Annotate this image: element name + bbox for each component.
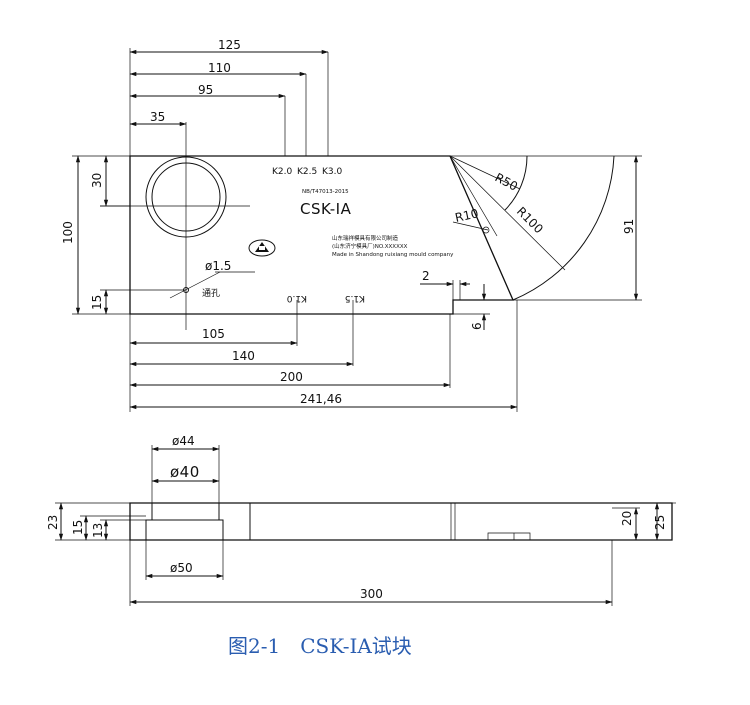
- logo-emblem: [248, 239, 276, 257]
- label-r100: R100: [514, 204, 546, 236]
- dim-dia-40: ø40: [170, 463, 200, 481]
- label-hole-dia: ø1.5: [205, 259, 231, 273]
- k-mark-1-0: K1.0: [287, 293, 307, 303]
- dim-25: 25: [653, 515, 667, 530]
- right-section-hatch: [218, 502, 251, 541]
- dim-125: 125: [218, 38, 241, 52]
- dim-200: 200: [280, 370, 303, 384]
- dim-140: 140: [232, 349, 255, 363]
- dim-91: 91: [622, 219, 636, 234]
- k-mark-2-5: K2.5: [297, 167, 317, 177]
- dim-20: 20: [620, 511, 634, 526]
- maker-line1: 山东瑞祥模具有限公司制造: [332, 234, 399, 242]
- side-outline: [129, 502, 673, 541]
- dim-241: 241,46: [300, 392, 342, 406]
- dim-110: 110: [208, 61, 231, 75]
- k-mark-1-5: K1.5: [345, 293, 365, 303]
- block-name: CSK-IA: [300, 200, 352, 218]
- arc-r100: [512, 155, 615, 301]
- side-view: ø44 ø40 ø50 300 23 15 13 20 25: [46, 434, 676, 606]
- label-through-hole: 通孔: [202, 288, 220, 299]
- dim-slot-2: 2: [422, 269, 430, 283]
- maker-line3: Made in Shandong ruixiang mould company: [332, 252, 454, 258]
- left-section-hatch: [129, 502, 153, 541]
- label-r50: R50: [493, 170, 520, 193]
- dim-100: 100: [61, 221, 75, 244]
- dim-13: 13: [91, 523, 105, 538]
- dim-15: 15: [90, 295, 104, 310]
- dim-105: 105: [202, 327, 225, 341]
- dim-35: 35: [150, 110, 165, 124]
- maker-line2: (山东济宁模具厂)NO.XXXXXX: [332, 242, 408, 250]
- dim-15-side: 15: [71, 520, 85, 535]
- dim-23: 23: [46, 515, 60, 530]
- dim-dia-50: ø50: [170, 561, 193, 575]
- k-mark-3-0: K3.0: [322, 167, 342, 177]
- dim-30: 30: [90, 173, 104, 188]
- block-standard: NB/T47013-2015: [302, 189, 349, 195]
- dim-95: 95: [198, 83, 213, 97]
- arc-r50-curve: [504, 155, 528, 211]
- figure-caption: 图2-1 CSK-ⅠA试块: [228, 634, 412, 658]
- k-mark-2-0: K2.0: [272, 167, 292, 177]
- top-view: R50 R100 R10 ø1.5 通孔 NB/T47013-2015 CSK-…: [61, 38, 642, 412]
- label-r10: R10: [454, 206, 480, 225]
- dim-300: 300: [360, 587, 383, 601]
- block-outline: [129, 155, 514, 315]
- dim-slot-6: 6: [470, 322, 484, 330]
- dim-dia-44: ø44: [172, 434, 195, 448]
